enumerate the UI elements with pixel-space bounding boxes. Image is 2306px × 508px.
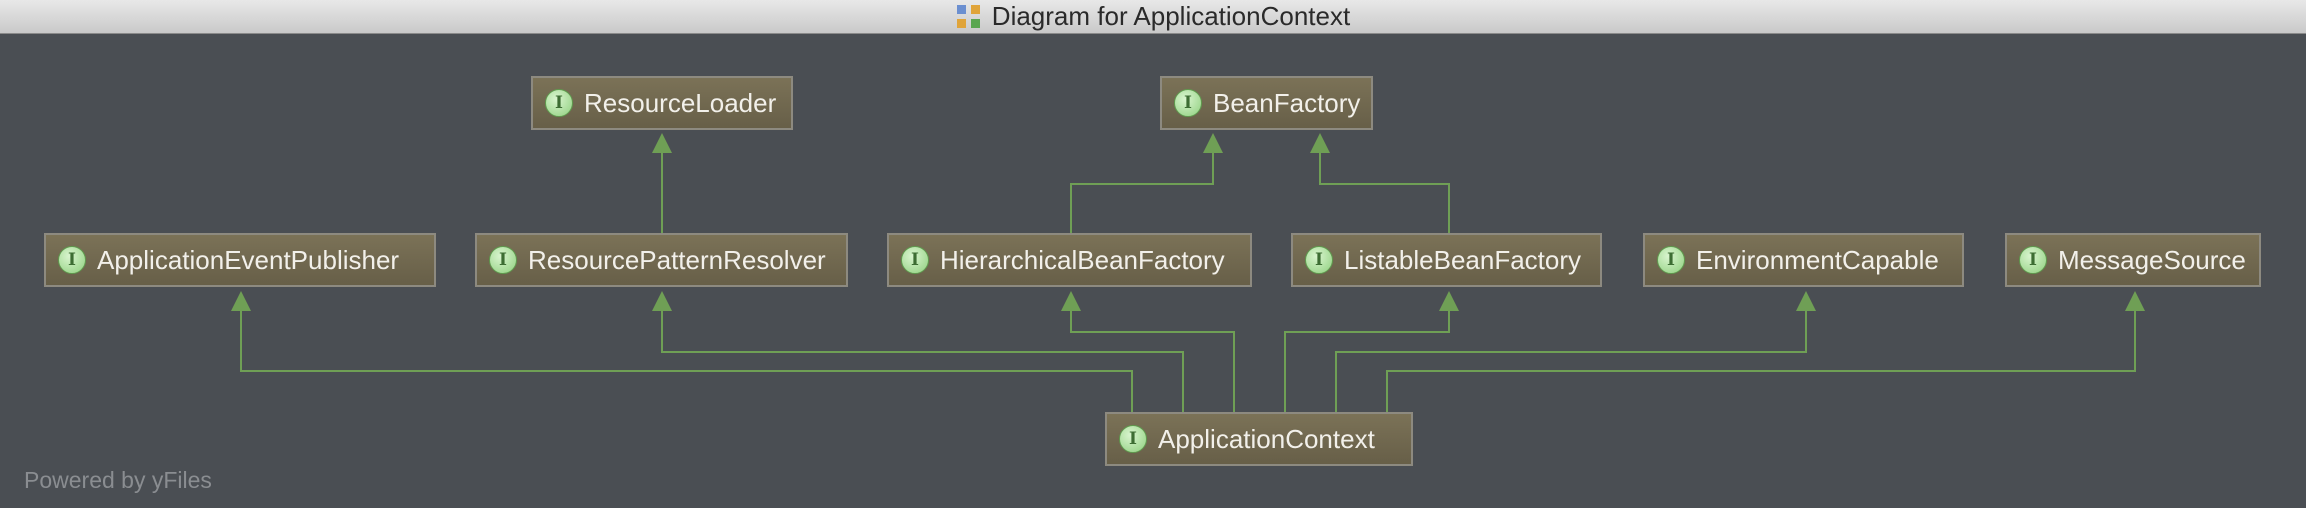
node-resourceloader[interactable]: I ResourceLoader: [531, 76, 793, 130]
node-label: BeanFactory: [1213, 87, 1361, 118]
edge-applicationcontext-messagesource: [1386, 309, 2136, 412]
arrowhead: [1061, 291, 1081, 311]
node-beanfactory[interactable]: I BeanFactory: [1160, 76, 1373, 130]
powered-by-label: Powered by yFiles: [24, 467, 212, 493]
interface-icon: I: [1305, 246, 1333, 274]
edge-applicationcontext-hierarchicalbeanfactory: [1070, 309, 1235, 412]
node-resourcepatternresolver[interactable]: I ResourcePatternResolver: [475, 233, 848, 287]
node-hierarchicalbeanfactory[interactable]: I HierarchicalBeanFactory: [887, 233, 1252, 287]
arrowhead: [1310, 133, 1330, 153]
interface-icon: I: [58, 246, 86, 274]
window-title: Diagram for ApplicationContext: [991, 1, 1351, 31]
edge-applicationcontext-environmentcapable: [1335, 309, 1807, 412]
arrowhead: [2125, 291, 2145, 311]
node-label: MessageSource: [2058, 244, 2246, 275]
interface-icon: I: [1657, 246, 1685, 274]
node-label: ResourceLoader: [584, 87, 777, 118]
arrowhead: [652, 133, 672, 153]
arrowhead: [1796, 291, 1816, 311]
node-messagesource[interactable]: I MessageSource: [2005, 233, 2261, 287]
interface-icon: I: [489, 246, 517, 274]
arrowhead: [652, 291, 672, 311]
edge-applicationcontext-resourcepatternresolver: [661, 309, 1184, 412]
node-label: ListableBeanFactory: [1344, 244, 1582, 275]
node-label: EnvironmentCapable: [1696, 244, 1939, 275]
diagram-canvas[interactable]: I ResourceLoader I BeanFactory I Applica…: [0, 34, 2306, 508]
node-label: HierarchicalBeanFactory: [940, 244, 1225, 275]
interface-icon: I: [1174, 89, 1202, 117]
node-applicationcontext[interactable]: I ApplicationContext: [1105, 412, 1413, 466]
arrowhead: [1203, 133, 1223, 153]
edge-hierarchicalbeanfactory-beanfactory: [1070, 151, 1214, 233]
inheritance-edges: [231, 133, 2145, 412]
edge-applicationcontext-listablebeanfactory: [1284, 309, 1450, 412]
arrowhead: [1439, 291, 1459, 311]
edge-listablebeanfactory-beanfactory: [1319, 151, 1450, 233]
node-label: ResourcePatternResolver: [528, 244, 826, 275]
node-applicationeventpublisher[interactable]: I ApplicationEventPublisher: [44, 233, 436, 287]
arrowhead: [231, 291, 251, 311]
interface-icon: I: [901, 246, 929, 274]
diagram-icon: [956, 4, 982, 30]
interface-icon: I: [545, 89, 573, 117]
edge-applicationcontext-applicationeventpublisher: [240, 309, 1133, 412]
node-environmentcapable[interactable]: I EnvironmentCapable: [1643, 233, 1964, 287]
node-label: ApplicationContext: [1158, 423, 1375, 454]
node-label: ApplicationEventPublisher: [97, 244, 400, 275]
interface-icon: I: [1119, 425, 1147, 453]
interface-icon: I: [2019, 246, 2047, 274]
node-listablebeanfactory[interactable]: I ListableBeanFactory: [1291, 233, 1602, 287]
window-titlebar: Diagram for ApplicationContext: [0, 0, 2306, 34]
